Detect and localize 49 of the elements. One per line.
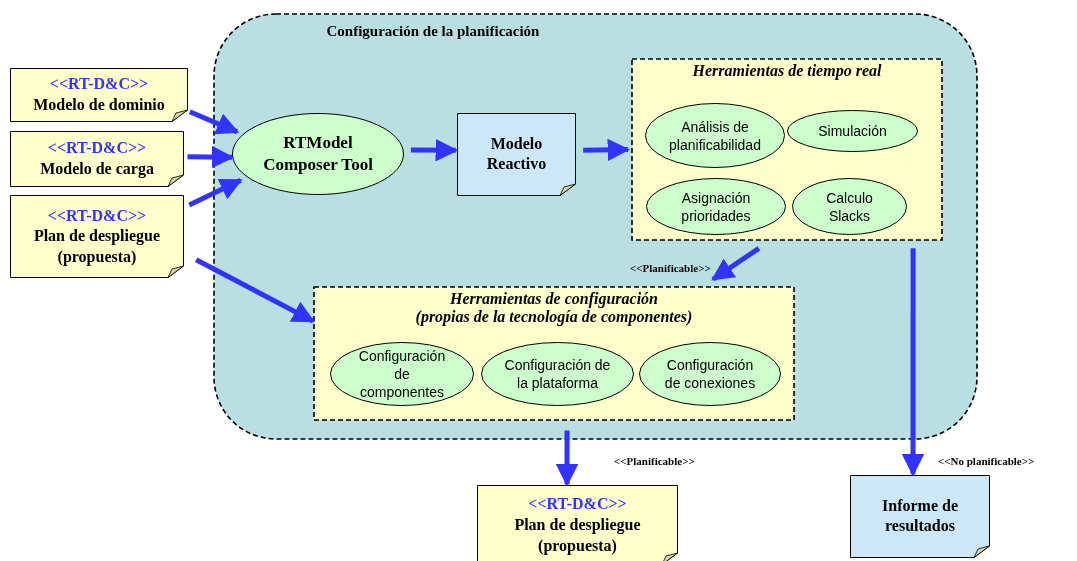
node-label: Análisis de planificabilidad [668, 117, 762, 154]
edge-label: <<No planificable>> [937, 455, 1036, 467]
node-label: Informe de resultados [881, 495, 959, 537]
stereotype-label: <<RT-D&C>> [49, 74, 149, 95]
tool-ellipse [481, 342, 634, 406]
stereotype-label: <<RT-D&C>> [47, 138, 147, 159]
tool-group-box [631, 58, 943, 241]
document-note [10, 195, 184, 278]
group-title: (propias de la tecnología de componentes) [415, 308, 693, 326]
group-panel [213, 13, 978, 440]
document-note [477, 485, 678, 561]
node-label: Calculo Slacks [825, 188, 874, 225]
node-label: Plan de despliegue (propuesta) [513, 514, 642, 557]
tool-group-box [313, 286, 795, 421]
tool-ellipse [646, 178, 786, 235]
node-label: Configuración de componentes [357, 346, 447, 402]
tool-ellipse [232, 113, 404, 195]
group-title: Herramientas de tiempo real [692, 62, 882, 80]
edge-label: <<Planificable>> [613, 455, 696, 467]
tool-ellipse [792, 178, 907, 235]
stereotype-label: <<RT-D&C>> [47, 205, 147, 226]
node-label: Simulación [818, 121, 887, 141]
edge-label: <<Planificable>> [629, 262, 712, 274]
tool-ellipse [645, 103, 785, 168]
group-title: Herramientas de configuración [450, 290, 658, 308]
arrow [901, 248, 925, 477]
node-label: Plan de despliegue (propuesta) [32, 226, 162, 268]
group-title: Configuración de la planificación [326, 23, 540, 40]
node-label: RTModel Composer Tool [263, 131, 373, 176]
node-label: Asignación prioridades [680, 188, 752, 225]
document-note [10, 68, 188, 122]
arrow [583, 138, 631, 162]
node-label: Configuración de la plataforma [503, 355, 612, 393]
node-label: Configuración de conexiones [663, 355, 757, 393]
tool-ellipse [639, 342, 781, 406]
node-label: Modelo de dominio [33, 95, 165, 115]
arrow [187, 145, 235, 169]
arrow [711, 246, 761, 282]
arrow [410, 138, 459, 162]
tool-ellipse [330, 342, 474, 406]
document-note [850, 475, 990, 558]
arrow [555, 430, 579, 487]
document-note [10, 131, 184, 187]
node-label: Modelo Reactivo [485, 133, 548, 175]
node-label: Modelo de carga [40, 159, 154, 180]
tool-ellipse [787, 110, 918, 152]
document-note [457, 113, 576, 196]
stereotype-label: <<RT-D&C>> [528, 493, 627, 514]
arrow [188, 178, 243, 208]
